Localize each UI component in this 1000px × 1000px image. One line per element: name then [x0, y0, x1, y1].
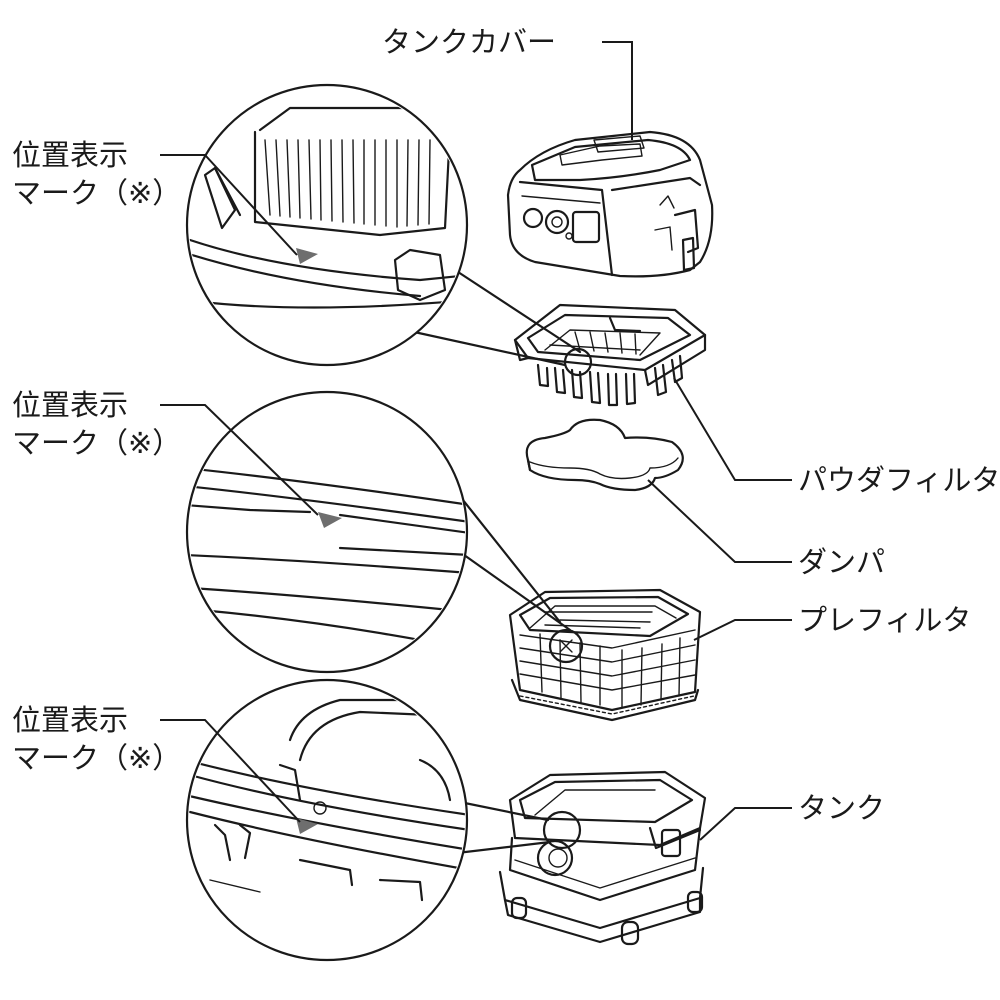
- tank-cover-label: タンクカバー: [382, 25, 557, 59]
- pre-filter-label: プレフィルタ: [798, 603, 972, 637]
- powder-filter-label: パウダフィルタ: [798, 463, 1000, 497]
- zoom-circle-powder-filter: [185, 83, 582, 367]
- position-mark-label-1-line2: マーク（※）: [12, 176, 182, 210]
- position-mark-label-3-line1: 位置表示: [12, 703, 129, 737]
- zoom-circle-tank: [185, 678, 552, 962]
- position-mark-label-1-line1: 位置表示: [12, 138, 129, 172]
- position-mark-label-3-line2: マーク（※）: [12, 741, 182, 775]
- powder-filter-illustration: [513, 303, 707, 407]
- tank-illustration: [498, 770, 707, 946]
- damper-illustration: [525, 418, 684, 492]
- zoom-circle-pre-filter: [185, 390, 572, 674]
- position-mark-label-2-line2: マーク（※）: [12, 426, 182, 460]
- damper-label: ダンパ: [798, 545, 886, 579]
- pre-filter-illustration: [508, 588, 702, 722]
- tank-label: タンク: [798, 791, 886, 825]
- tank-cover-illustration: [506, 130, 714, 278]
- position-mark-label-2-line1: 位置表示: [12, 388, 129, 422]
